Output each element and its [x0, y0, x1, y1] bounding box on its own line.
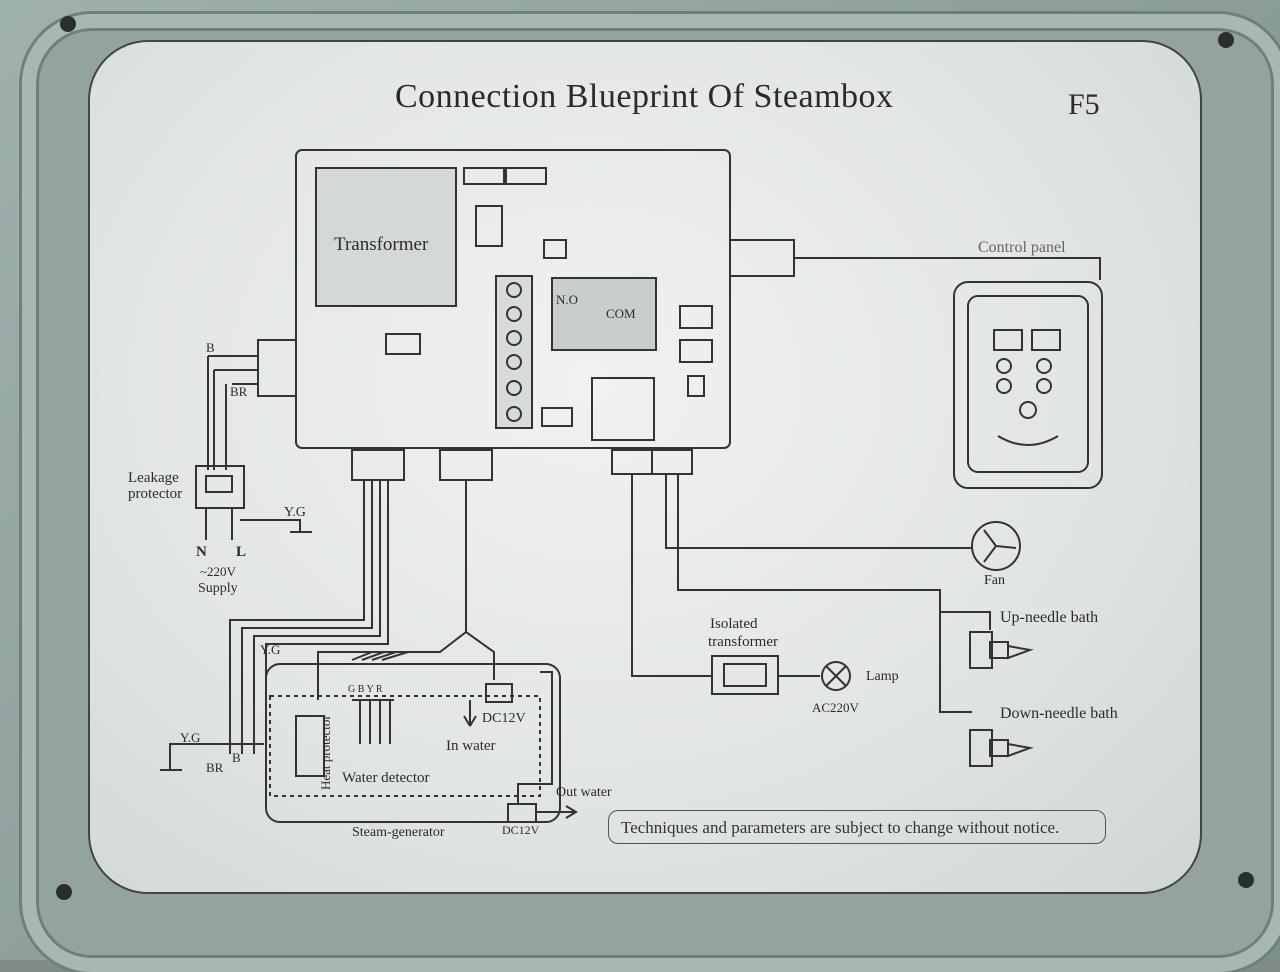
screw-icon [1238, 872, 1254, 888]
gyr-label: G B Y R [348, 684, 383, 695]
l-label: L [236, 544, 246, 560]
cable-gland [439, 449, 493, 481]
isolated-label-2: transformer [708, 634, 778, 650]
cable-gland [257, 339, 297, 397]
out-water-label: Out water [556, 785, 612, 800]
br-top-label: BR [230, 384, 248, 399]
connector [385, 333, 421, 355]
leakage-label-1: Leakage [128, 470, 179, 486]
inlet-valve [485, 683, 513, 703]
cable-gland [351, 449, 405, 481]
no-label: N.O [556, 292, 578, 307]
steam-generator-label: Steam-generator [352, 825, 445, 840]
water-detector-label: Water detector [342, 770, 430, 786]
connector [679, 339, 713, 363]
heat-protector-label: Heat protector [318, 715, 333, 790]
connector [463, 167, 505, 185]
relay-block [551, 277, 657, 351]
dc12v-bottom-label: DC12V [502, 823, 540, 837]
up-needle-nozzle [969, 631, 993, 669]
transformer-label: Transformer [334, 234, 429, 255]
connector [679, 305, 713, 329]
up-needle-label: Up-needle bath [1000, 609, 1098, 626]
transformer-block [315, 167, 457, 307]
connector [475, 205, 503, 247]
control-panel-label: Control panel [978, 239, 1066, 256]
isolated-transformer [711, 655, 779, 695]
diagram-title: Connection Blueprint Of Steambox [395, 78, 894, 115]
supply-voltage-label: ~220V [200, 564, 237, 579]
connector [687, 375, 705, 397]
isolated-label-1: Isolated [710, 616, 758, 632]
control-panel [953, 281, 1103, 489]
n-label: N [196, 544, 207, 560]
blueprint-label [88, 40, 1202, 894]
lamp-label: Lamp [866, 669, 899, 684]
notice-box: Techniques and parameters are subject to… [608, 810, 1106, 844]
cable-gland [611, 449, 653, 475]
com-label: COM [606, 306, 636, 321]
b-bottom-label: B [232, 750, 241, 765]
leakage-label-2: protector [128, 486, 182, 502]
cable-gland [729, 239, 795, 277]
connector [505, 167, 547, 185]
diagram-code: F5 [1068, 88, 1100, 121]
connector [541, 407, 573, 427]
screw-icon [1218, 32, 1234, 48]
control-box [295, 149, 731, 449]
terminal-strip [495, 275, 533, 429]
screw-icon [56, 884, 72, 900]
yg-left-label: Y.G [180, 730, 200, 745]
outlet-valve [507, 803, 537, 823]
b-label: B [206, 340, 215, 355]
leakage-protector [195, 465, 245, 509]
yg-top-label: Y.G [284, 505, 306, 520]
dc12v-top-label: DC12V [482, 711, 526, 726]
screw-icon [60, 16, 76, 32]
heat-protector [295, 715, 325, 777]
terminal-block-small [591, 377, 655, 441]
in-water-label: In water [446, 738, 496, 754]
supply-label: Supply [198, 581, 238, 596]
fan [971, 521, 1021, 571]
connector [543, 239, 567, 259]
down-needle-nozzle [969, 729, 993, 767]
fan-label: Fan [984, 573, 1005, 588]
lamp [821, 661, 851, 691]
steam-generator [265, 663, 561, 823]
cable-gland [651, 449, 693, 475]
yg-mid-label: Y.G [260, 642, 280, 657]
ac220v-label: AC220V [812, 700, 860, 715]
down-needle-label: Down-needle bath [1000, 705, 1118, 722]
br-bottom-label: BR [206, 760, 224, 775]
